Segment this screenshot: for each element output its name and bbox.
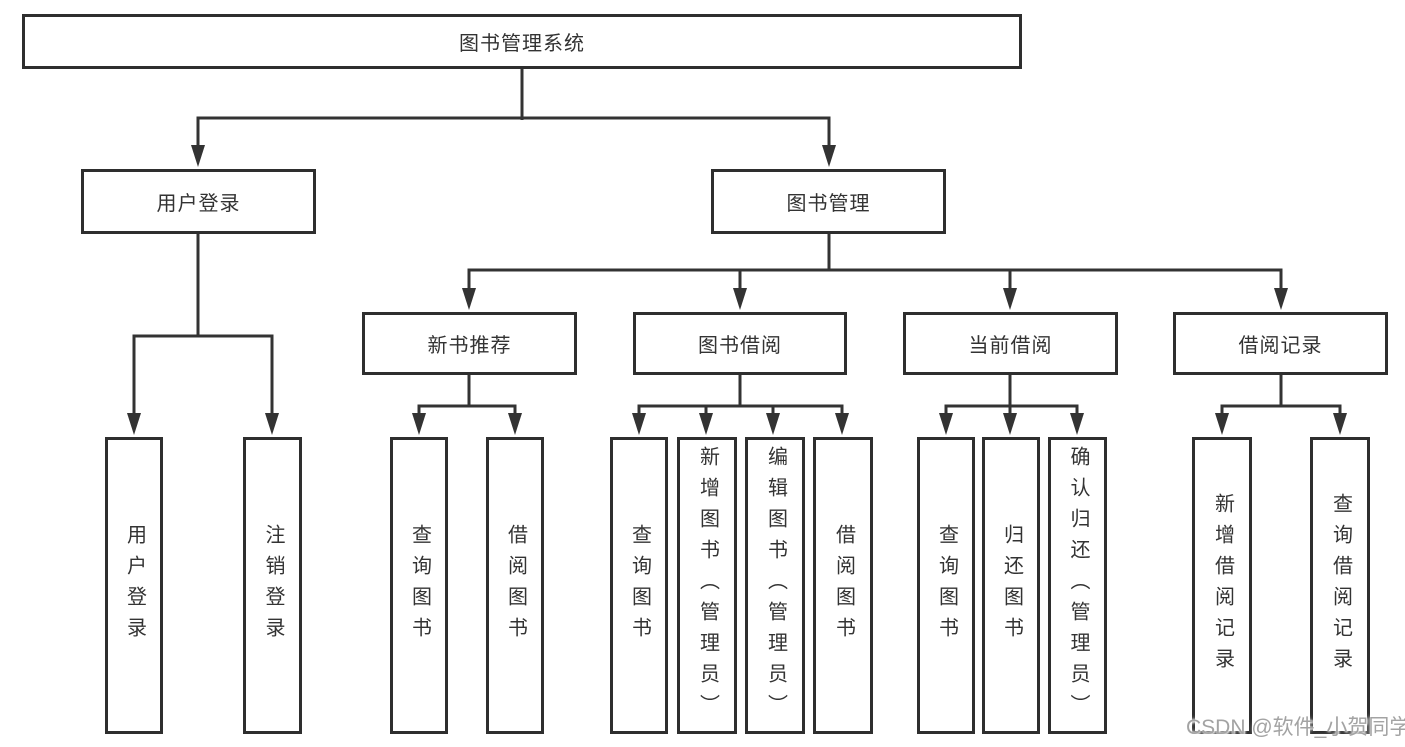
leaf-borrow-book-label: 借阅图书: [832, 523, 855, 648]
connector-book-borrow-children: [632, 375, 849, 435]
node-root-label: 图书管理系统: [459, 33, 585, 55]
node-root-system: 图书管理系统: [22, 14, 1022, 69]
leaf-return-book: 归还图书: [982, 437, 1040, 734]
connector-book-management-split: [462, 234, 1288, 310]
node-book-management-label: 图书管理: [786, 193, 871, 215]
leaf-query-book: 查询图书: [917, 437, 975, 734]
leaf-add-book-admin: 新增图书（管理员）: [677, 437, 737, 734]
connector-root-split: [191, 67, 836, 167]
csdn-watermark: CSDN @软件_小贺同学: [1186, 716, 1405, 739]
leaf-confirm-return-admin: 确认归还（管理员）: [1048, 437, 1107, 734]
leaf-query-book-label: 查询图书: [628, 523, 651, 648]
node-book-borrow-label: 图书借阅: [698, 335, 782, 357]
leaf-borrow-book: 借阅图书: [486, 437, 544, 734]
node-book-borrow: 图书借阅: [633, 312, 847, 375]
leaf-query-book: 查询图书: [610, 437, 668, 734]
leaf-user-login-label: 用户登录: [123, 523, 146, 648]
node-current-borrow: 当前借阅: [903, 312, 1118, 375]
leaf-user-login: 用户登录: [105, 437, 163, 734]
node-user-login-label: 用户登录: [156, 193, 241, 215]
leaf-borrow-book-label: 借阅图书: [504, 523, 527, 648]
connector-borrow-record-children: [1215, 375, 1347, 435]
leaf-add-borrow-record-label: 新增借阅记录: [1211, 492, 1234, 679]
leaf-edit-book-admin-label: 编辑图书（管理员）: [764, 446, 787, 725]
leaf-borrow-book: 借阅图书: [813, 437, 873, 734]
node-current-borrow-label: 当前借阅: [968, 335, 1053, 357]
leaf-add-book-admin-label: 新增图书（管理员）: [696, 446, 719, 725]
leaf-return-book-label: 归还图书: [1000, 523, 1023, 648]
leaf-query-book: 查询图书: [390, 437, 448, 734]
leaf-query-book-label: 查询图书: [935, 523, 958, 648]
leaf-add-borrow-record: 新增借阅记录: [1192, 437, 1252, 734]
node-borrow-record: 借阅记录: [1173, 312, 1388, 375]
node-user-login: 用户登录: [81, 169, 316, 234]
leaf-query-borrow-record: 查询借阅记录: [1310, 437, 1370, 734]
node-new-book-recommend: 新书推荐: [362, 312, 577, 375]
leaf-query-borrow-record-label: 查询借阅记录: [1329, 492, 1352, 679]
node-new-book-recommend-label: 新书推荐: [427, 335, 512, 357]
leaf-query-book-label: 查询图书: [408, 523, 431, 648]
node-borrow-record-label: 借阅记录: [1238, 335, 1323, 357]
leaf-logout: 注销登录: [243, 437, 302, 734]
node-book-management: 图书管理: [711, 169, 946, 234]
leaf-logout-label: 注销登录: [262, 523, 284, 648]
connector-user-login-children: [127, 234, 279, 435]
connector-new-book-children: [412, 375, 522, 435]
connector-current-borrow-children: [939, 375, 1084, 435]
leaf-confirm-return-admin-label: 确认归还（管理员）: [1067, 446, 1089, 725]
leaf-edit-book-admin: 编辑图书（管理员）: [745, 437, 805, 734]
